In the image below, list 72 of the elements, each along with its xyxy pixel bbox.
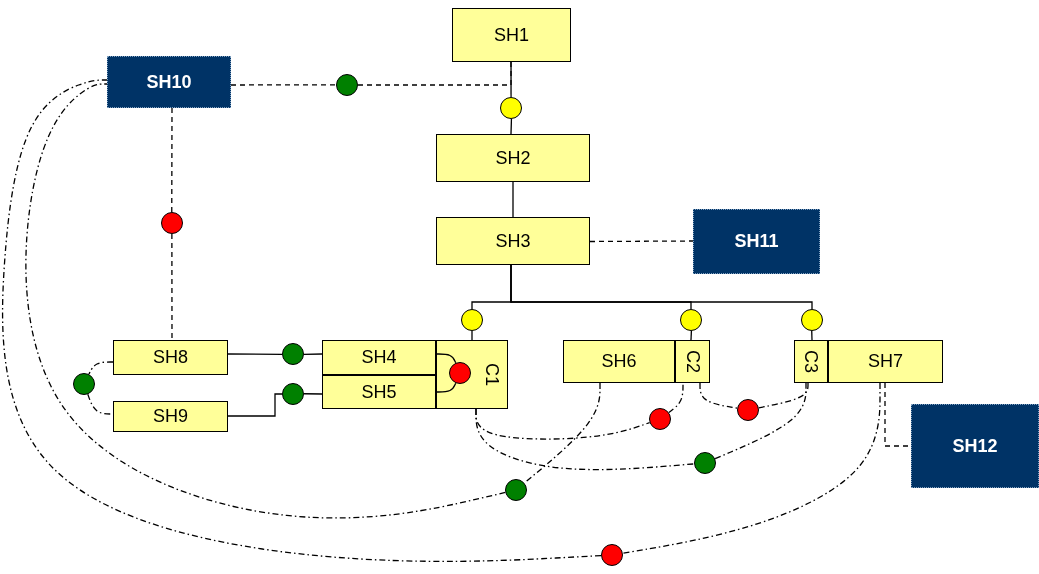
connector-line (622, 382, 881, 554)
node-label: SH11 (734, 231, 779, 252)
process-box (794, 340, 828, 383)
connector-line (510, 264, 813, 310)
process-box (563, 340, 675, 383)
node-label: C2 (682, 350, 703, 373)
node-label: SH12 (952, 435, 998, 457)
status-dot (500, 97, 522, 119)
connector-line (690, 330, 693, 341)
connector-line (1, 79, 602, 562)
node-label: C1 (481, 363, 502, 386)
connector-line (471, 330, 473, 341)
process-box (113, 401, 228, 432)
connector-line (25, 83, 506, 519)
connector-line (510, 61, 512, 98)
status-dot (649, 408, 671, 430)
connector-line (699, 382, 738, 409)
status-dot (694, 452, 716, 474)
system-box (693, 209, 820, 274)
status-dot (282, 383, 304, 405)
status-dot (161, 212, 183, 234)
connector-line (171, 107, 173, 213)
node-label: SH9 (153, 406, 188, 427)
status-dot (73, 373, 95, 395)
connector-line (758, 382, 809, 409)
process-box (113, 340, 228, 375)
connector-line (303, 393, 323, 395)
process-box (436, 134, 590, 182)
system-box (911, 404, 1039, 488)
node-label: C3 (800, 350, 822, 373)
process-box (322, 340, 436, 375)
process-box (452, 8, 571, 62)
process-box (828, 340, 943, 383)
connector-line (475, 408, 695, 471)
node-label: SH3 (495, 230, 531, 252)
connector-line (227, 393, 283, 417)
status-dot (505, 479, 527, 501)
status-dot (680, 309, 702, 331)
process-box (436, 340, 508, 409)
connector-line (435, 353, 457, 364)
connector-line (811, 330, 813, 341)
node-label: SH2 (495, 147, 531, 169)
node-label: SH4 (361, 347, 397, 368)
connector-line (171, 233, 173, 341)
connector-line (589, 240, 694, 243)
node-label: SH6 (601, 351, 637, 372)
connector-line (512, 181, 514, 218)
status-dot (737, 399, 759, 421)
connector-line (435, 382, 457, 393)
node-label: SH8 (153, 347, 188, 368)
node-label: SH10 (146, 71, 192, 93)
status-dot (336, 74, 358, 96)
status-dot (282, 343, 304, 365)
connector-line (88, 361, 114, 375)
process-box (322, 375, 436, 409)
node-label: SH7 (868, 351, 903, 372)
status-dot (601, 544, 623, 566)
node-label: SH5 (361, 381, 397, 403)
connector-line (668, 382, 684, 414)
connector-line (303, 353, 323, 356)
node-label: SH1 (494, 24, 529, 46)
process-box (675, 340, 710, 383)
status-dot (801, 309, 823, 331)
status-dot (461, 309, 483, 331)
connector-line (714, 382, 807, 460)
process-box (436, 217, 590, 265)
connector-line (523, 382, 601, 484)
connector-line (510, 118, 513, 135)
system-box (107, 56, 231, 108)
connector-line (227, 353, 283, 355)
status-dot (449, 362, 471, 384)
connector-line (230, 84, 337, 86)
